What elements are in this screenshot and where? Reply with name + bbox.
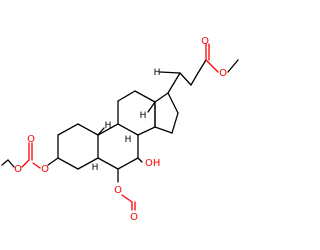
- atom-o-ester-carbonyl: O: [201, 36, 209, 47]
- bond: [159, 71, 181, 74]
- atom-o-carbonate-carbonyl: O: [27, 134, 35, 145]
- bond: [137, 157, 143, 163]
- bond: [47, 157, 59, 166]
- bond: [154, 92, 169, 103]
- atom-o-formyl-ring: O: [114, 185, 122, 196]
- bond: [57, 157, 79, 170]
- atom-h-c5: H: [92, 163, 99, 173]
- bond: [227, 59, 239, 73]
- bonds: [1, 43, 239, 211]
- bond: [147, 101, 156, 113]
- bond: [77, 157, 99, 170]
- bond: [117, 123, 139, 136]
- bond: [77, 123, 99, 136]
- atom-labels: O O O O O OH O O H H H H H: [14, 36, 227, 223]
- bond: [179, 72, 192, 86]
- atom-h-c14: H: [140, 111, 147, 121]
- bond: [97, 127, 105, 136]
- bond: [154, 126, 173, 134]
- bond: [117, 157, 139, 170]
- bond: [117, 90, 136, 102]
- bond: [7, 159, 15, 168]
- bond: [197, 59, 207, 74]
- bond: [97, 157, 119, 170]
- atom-o-formyl-carbonyl: O: [130, 212, 138, 223]
- bond: [32, 162, 41, 169]
- bond: [171, 112, 179, 134]
- bond: [190, 72, 199, 86]
- bond: [134, 90, 156, 103]
- atom-o-carbonate-ring: O: [41, 164, 49, 175]
- atom-o-carbonate-ethyl: O: [14, 164, 22, 175]
- molecule-diagram: O O O O O OH O O H H H H H: [1, 36, 239, 223]
- bond: [167, 92, 179, 114]
- atom-h-c20: H: [154, 68, 161, 78]
- bond: [121, 194, 133, 203]
- atom-o-ester-methyl: O: [219, 68, 227, 79]
- bond: [97, 123, 119, 136]
- bond: [167, 72, 181, 94]
- bond: [1, 159, 9, 166]
- bond: [205, 59, 219, 73]
- atom-oh: OH: [145, 158, 160, 169]
- bond: [21, 159, 30, 168]
- atom-h-c8: H: [125, 135, 132, 145]
- atom-h-c9: H: [105, 121, 112, 131]
- bond: [137, 126, 156, 136]
- bond: [57, 123, 79, 136]
